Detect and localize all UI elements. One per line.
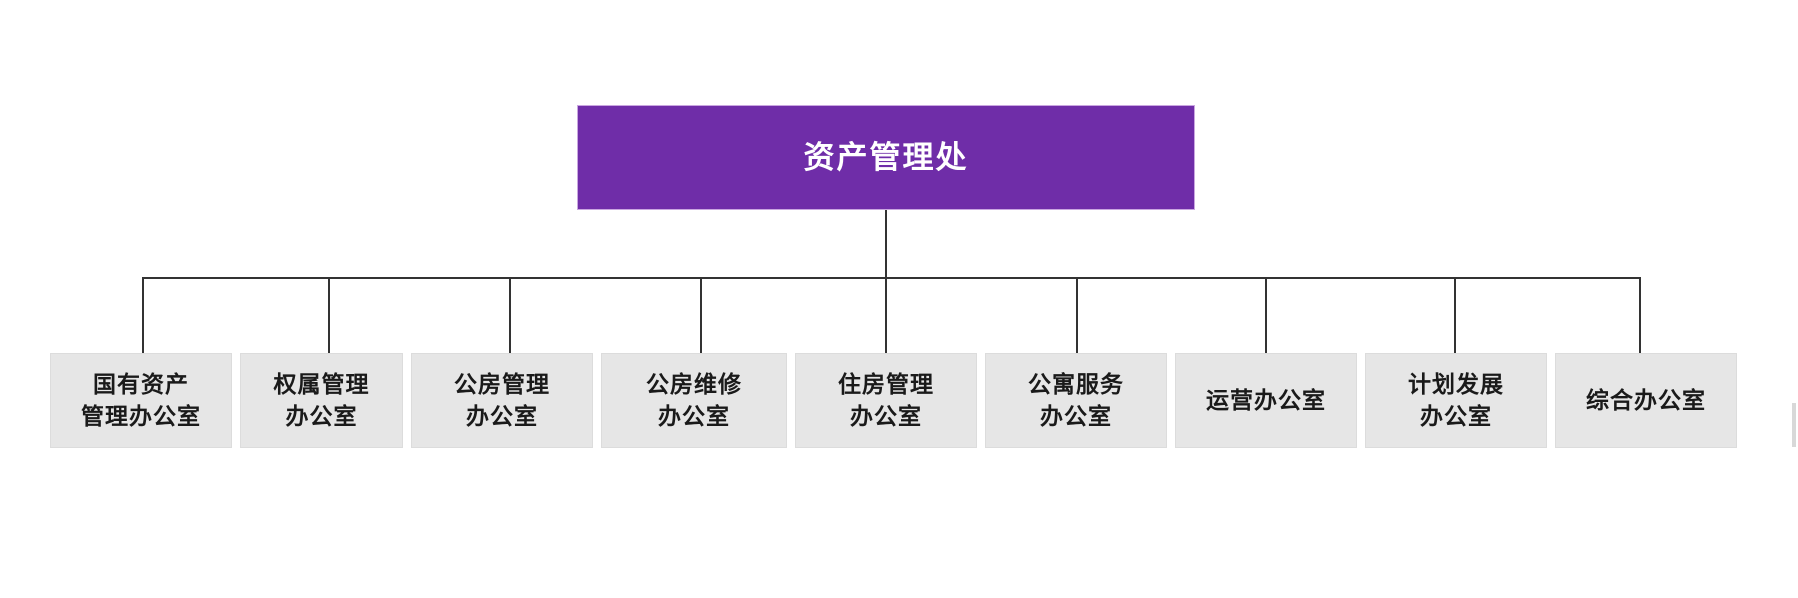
drop-connector-4 [700,277,702,353]
drop-connector-6 [1076,277,1078,353]
drop-connector-8 [1454,277,1456,353]
child-node-1[interactable]: 国有资产 管理办公室 [50,353,232,448]
drop-connector-3 [509,277,511,353]
child-node-label: 权属管理 办公室 [273,370,370,429]
child-node-7[interactable]: 运营办公室 [1175,353,1357,448]
child-node-6[interactable]: 公寓服务 办公室 [985,353,1167,448]
horizontal-bus-connector [142,277,1641,279]
child-node-3[interactable]: 公房管理 办公室 [411,353,593,448]
child-node-5[interactable]: 住房管理 办公室 [795,353,977,448]
child-node-9[interactable]: 综合办公室 [1555,353,1737,448]
child-node-label: 国有资产 管理办公室 [81,370,201,429]
child-node-4[interactable]: 公房维修 办公室 [601,353,787,448]
child-node-8[interactable]: 计划发展 办公室 [1365,353,1547,448]
child-node-label: 计划发展 办公室 [1408,370,1504,429]
root-node-label: 资产管理处 [803,139,969,175]
drop-connector-1 [142,277,144,353]
child-node-2[interactable]: 权属管理 办公室 [240,353,403,448]
drop-connector-9 [1639,277,1641,353]
child-node-label: 住房管理 办公室 [838,370,934,429]
child-node-label: 运营办公室 [1206,386,1326,413]
child-node-label: 公房管理 办公室 [454,370,550,429]
root-stem-connector [885,210,887,278]
child-node-label: 公房维修 办公室 [646,370,742,429]
root-node-asset-management[interactable]: 资产管理处 [577,105,1195,210]
child-node-label: 公寓服务 办公室 [1028,370,1124,429]
drop-connector-2 [328,277,330,353]
child-node-label: 综合办公室 [1586,386,1706,413]
drop-connector-7 [1265,277,1267,353]
right-edge-sliver [1792,403,1796,447]
drop-connector-5 [885,277,887,353]
